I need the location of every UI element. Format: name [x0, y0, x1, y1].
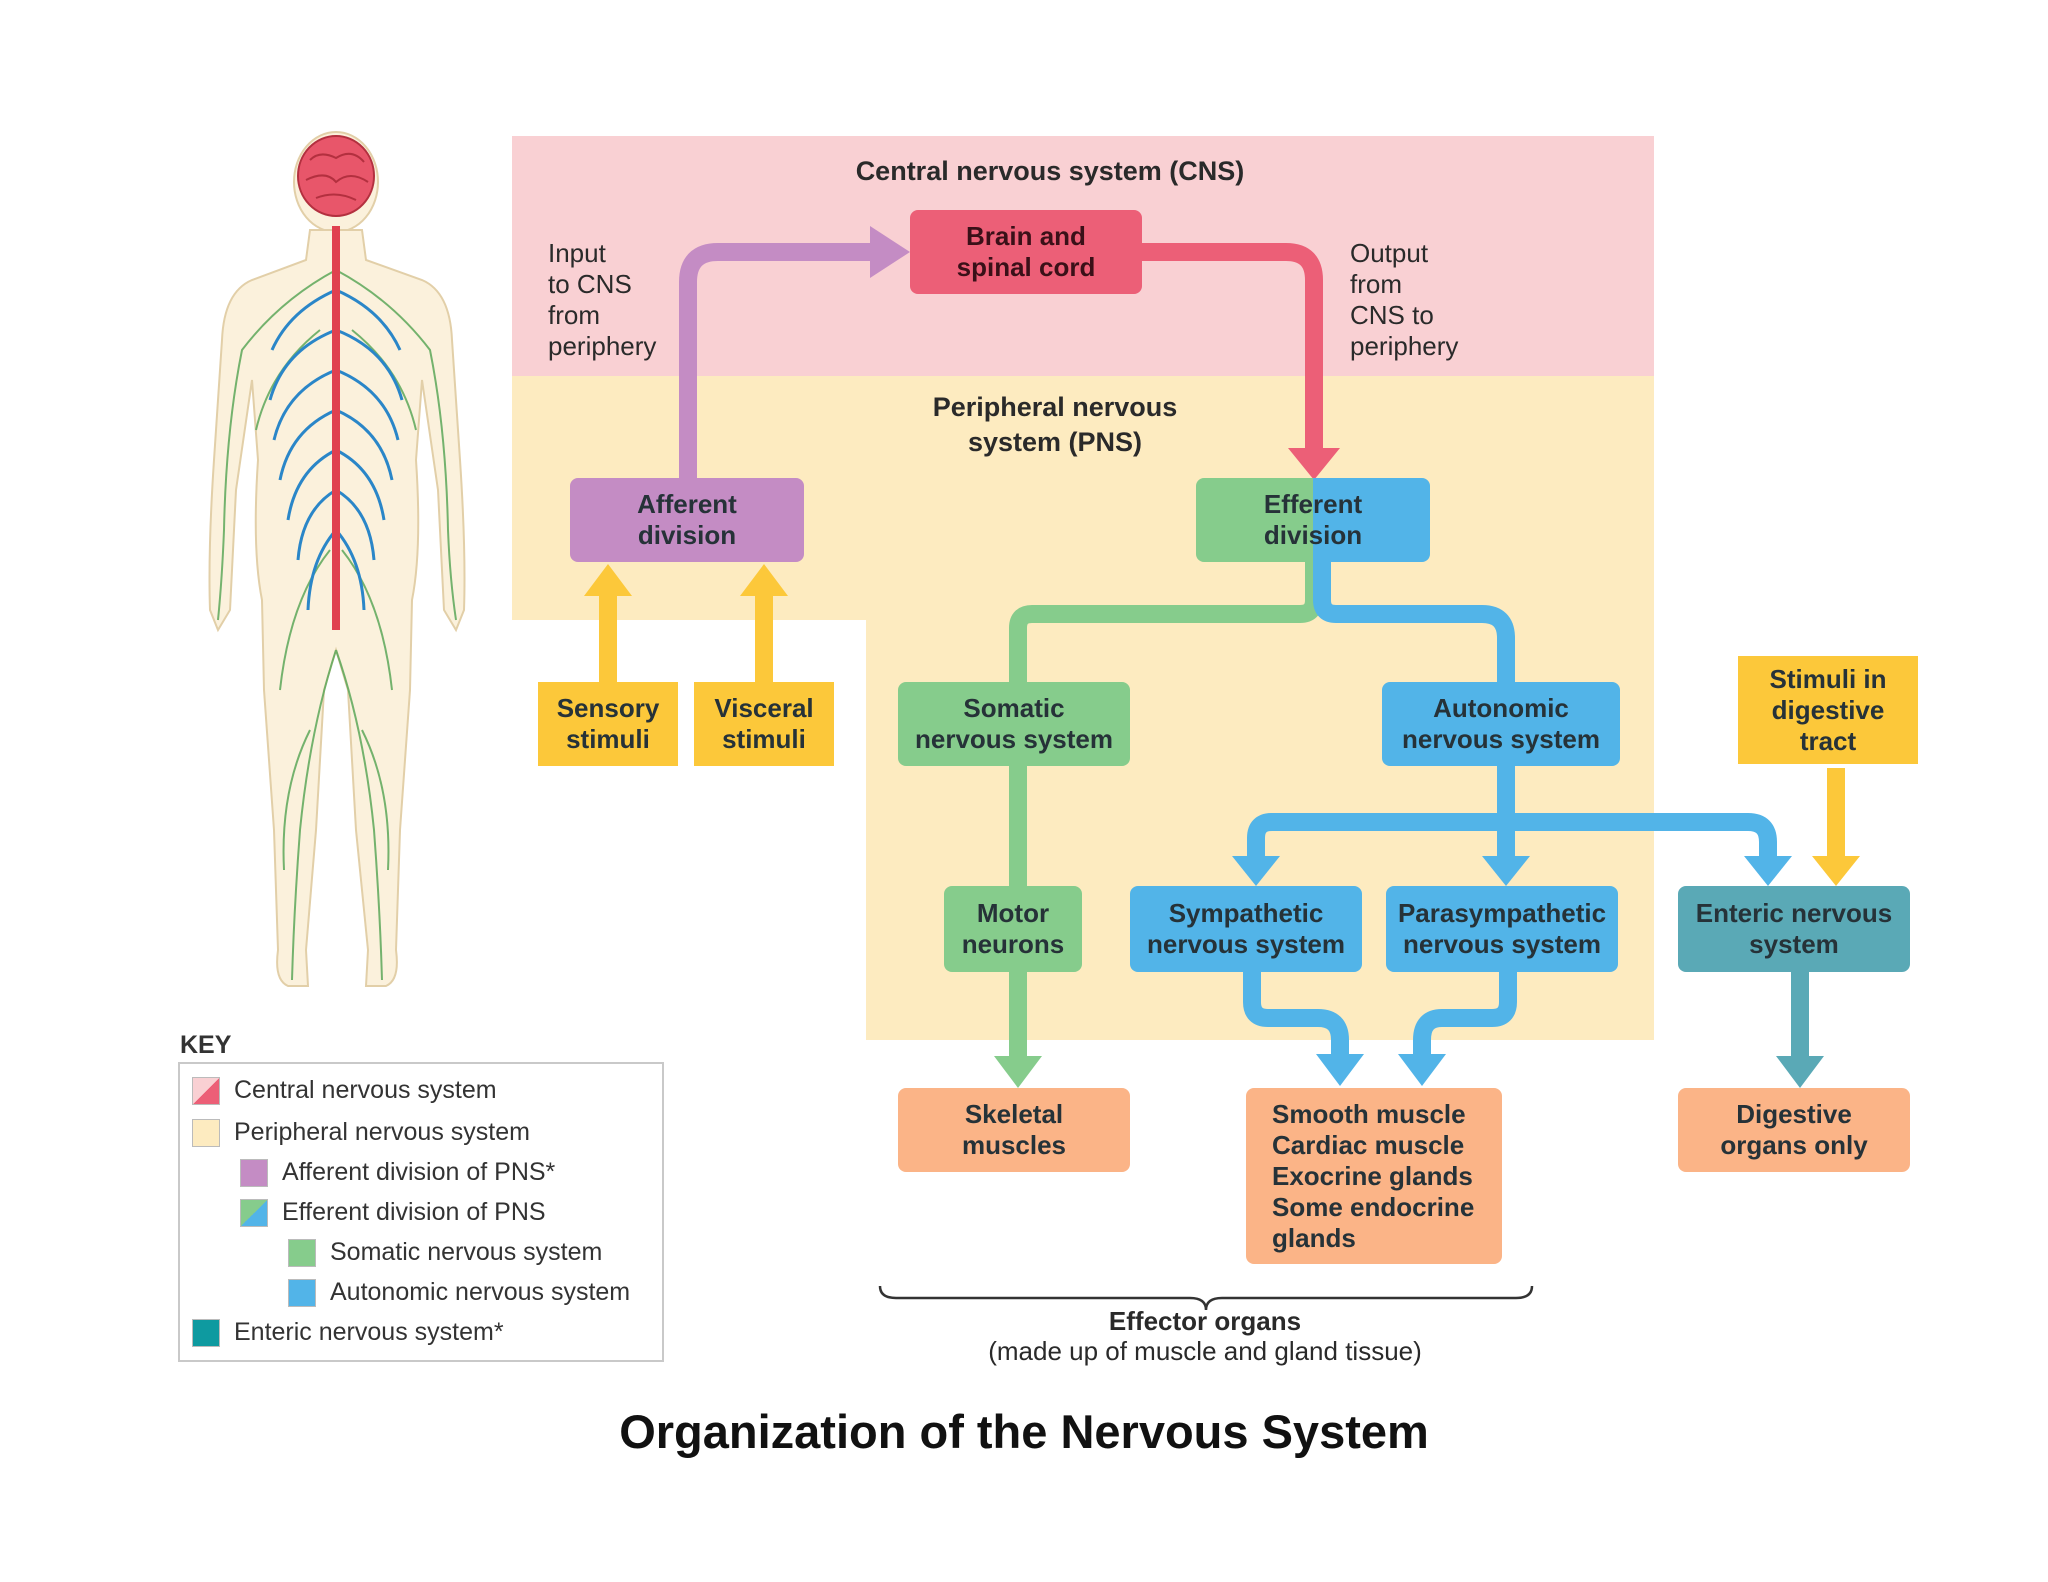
- sensory-stimuli-box: Sensory stimuli: [538, 682, 678, 766]
- pns-swatch: [192, 1118, 220, 1147]
- afferent-swatch: [240, 1158, 268, 1187]
- effector-organs-subtitle: (made up of muscle and gland tissue): [988, 1336, 1422, 1366]
- autonomic-swatch: [288, 1278, 316, 1307]
- key-title: KEY: [180, 1031, 232, 1059]
- key-item-afferent: Afferent division of PNS*: [240, 1158, 555, 1187]
- cns-label: Central nervous system (CNS): [855, 156, 1245, 186]
- nervous-system-body-illustration: [208, 131, 466, 987]
- input-note: Input to CNS from periphery: [548, 238, 657, 361]
- key-item-autonomic: Autonomic nervous system: [288, 1278, 630, 1307]
- cns-swatch: [192, 1076, 220, 1105]
- key-legend: Central nervous system Peripheral nervou…: [178, 1062, 664, 1362]
- output-note: Output from CNS to periphery: [1350, 238, 1459, 361]
- key-item-somatic: Somatic nervous system: [288, 1238, 602, 1267]
- afferent-division-box: Afferent division: [570, 478, 804, 562]
- pns-label: Peripheral nervous system (PNS): [932, 392, 1178, 457]
- key-item-cns: Central nervous system: [192, 1076, 497, 1105]
- effector-organs-title: Effector organs: [1108, 1306, 1302, 1336]
- digestive-organs-box: Digestive organs only: [1678, 1088, 1910, 1172]
- efferent-swatch: [240, 1198, 268, 1227]
- efferent-division-box: Efferent division: [1196, 478, 1430, 562]
- autonomic-nervous-system-box: Autonomic nervous system: [1382, 682, 1620, 766]
- somatic-swatch: [288, 1238, 316, 1267]
- key-item-enteric: Enteric nervous system*: [192, 1318, 504, 1347]
- key-item-pns: Peripheral nervous system: [192, 1118, 530, 1147]
- smooth-muscle-glands-box: Smooth muscle Cardiac muscle Exocrine gl…: [1246, 1088, 1502, 1264]
- enteric-nervous-system-box: Enteric nervous system: [1678, 886, 1910, 972]
- digestive-tract-stimuli-box: Stimuli in digestive tract: [1738, 656, 1918, 764]
- figure-title: Organization of the Nervous System: [619, 1405, 1429, 1458]
- somatic-nervous-system-box: Somatic nervous system: [898, 682, 1130, 766]
- sympathetic-nervous-system-box: Sympathetic nervous system: [1130, 886, 1362, 972]
- parasympathetic-nervous-system-box: Parasympathetic nervous system: [1386, 886, 1618, 972]
- visceral-stimuli-box: Visceral stimuli: [694, 682, 834, 766]
- motor-neurons-box: Motor neurons: [944, 886, 1082, 972]
- skeletal-muscles-box: Skeletal muscles: [898, 1088, 1130, 1172]
- enteric-swatch: [192, 1318, 220, 1347]
- brain-and-spinal-cord-box: Brain and spinal cord: [910, 210, 1142, 294]
- key-item-efferent: Efferent division of PNS: [240, 1198, 546, 1227]
